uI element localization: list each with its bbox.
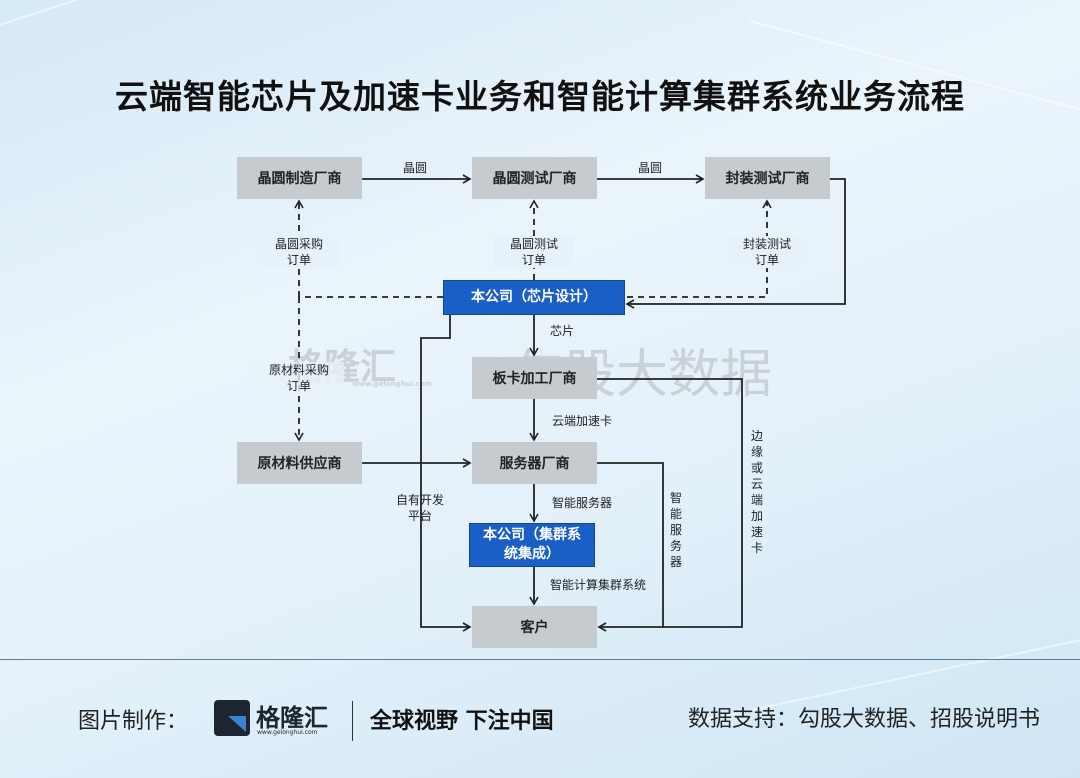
node-company-cluster: 本公司（集群系统集成）	[469, 523, 595, 567]
label-smart-server-vertical: 智能服务器	[669, 491, 682, 569]
arrow-own-platform	[420, 315, 472, 632]
footer-separator	[352, 701, 353, 741]
label-package-test-order: 封装测试 订单	[727, 236, 807, 268]
arrow-package-to-company	[625, 178, 846, 309]
label-own-platform: 自有开发 平台	[395, 493, 444, 523]
logo-url: www.gelonghui.com	[257, 729, 318, 736]
node-board: 板卡加工厂商	[472, 357, 597, 399]
node-raw-material: 原材料供应商	[237, 442, 362, 484]
made-by-label: 图片制作：	[78, 709, 189, 734]
line-server-to-customer	[597, 462, 664, 627]
node-company-design: 本公司（芯片设计）	[443, 280, 625, 315]
arrow-edge-cloud-card	[597, 378, 743, 632]
label-wafer-test-order: 晶圆测试 订单	[494, 236, 574, 268]
watermark-url: www.gelonghui.com	[352, 380, 432, 388]
data-source: 数据支持：勾股大数据、招股说明书	[687, 707, 1040, 732]
node-package-test: 封装测试厂商	[705, 157, 830, 199]
node-wafer-test: 晶圆测试厂商	[472, 157, 597, 199]
dashed-package-test-order	[627, 199, 772, 298]
gelonghui-logo-icon	[214, 700, 250, 736]
label-wafer-purchase: 晶圆采购 订单	[259, 236, 339, 268]
label-edge-cloud-card: 边缘或云端加速卡	[750, 429, 763, 555]
slogan: 全球视野 下注中国	[370, 709, 554, 734]
logo-text: 格隆汇	[256, 704, 328, 732]
node-server: 服务器厂商	[472, 442, 597, 484]
node-wafer-fab: 晶圆制造厂商	[237, 157, 362, 199]
label-cloud-card: 云端加速卡	[551, 414, 612, 428]
footer-divider	[0, 659, 1080, 660]
label-cluster-system: 智能计算集群系统	[549, 578, 646, 592]
node-customer: 客户	[472, 606, 597, 648]
label-smart-server: 智能服务器	[551, 496, 612, 510]
label-wafer-2: 晶圆	[637, 161, 662, 175]
label-raw-purchase: 原材料采购 订单	[254, 362, 344, 394]
page-title: 云端智能芯片及加速卡业务和智能计算集群系统业务流程	[115, 77, 965, 116]
label-wafer-1: 晶圆	[402, 161, 427, 175]
label-chip: 芯片	[549, 324, 574, 338]
